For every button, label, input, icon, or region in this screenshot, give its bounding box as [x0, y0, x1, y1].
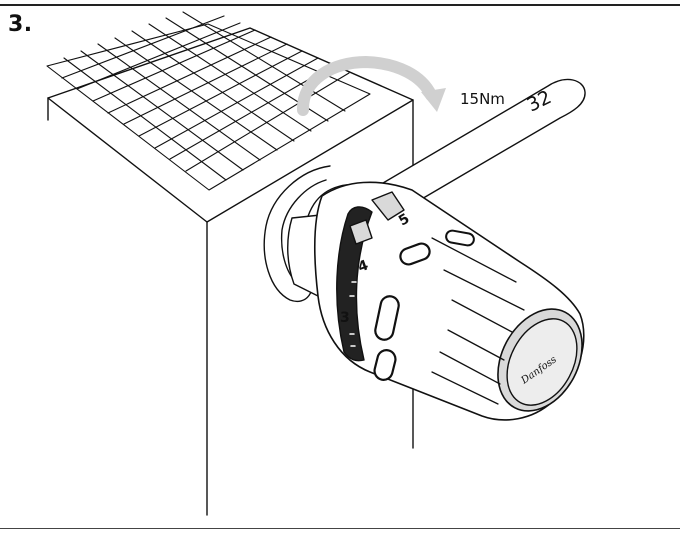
rotation-arrow-head [421, 88, 446, 112]
radiator-grid [46, 11, 371, 191]
dial-ring [336, 206, 373, 362]
top-rule [0, 4, 680, 6]
grid-outline [46, 23, 371, 191]
bottom-rule [0, 528, 680, 529]
thermostat-head: 3 4 5 Danfoss [287, 181, 585, 421]
thermostat-clip-lower [349, 219, 373, 245]
grip-slot [399, 242, 431, 266]
grip-slot [374, 295, 400, 341]
torque-label: 15Nm [460, 90, 505, 108]
wrench-handle [377, 78, 586, 201]
wrench-jaw-inner [280, 179, 327, 283]
thermostat-front-face [506, 318, 578, 406]
rotation-arrow-body [297, 56, 437, 116]
grip-slot [445, 229, 475, 247]
grip-slot [373, 349, 397, 381]
dial-scale-ticks [349, 281, 357, 347]
thermostat-grip-slots [373, 229, 475, 381]
rotation-arrow [297, 56, 446, 116]
dial-number-3: 3 [340, 310, 350, 326]
thermostat-ribs [431, 237, 525, 405]
step-number: 3. [8, 12, 33, 37]
thermostat-clip [371, 191, 405, 221]
